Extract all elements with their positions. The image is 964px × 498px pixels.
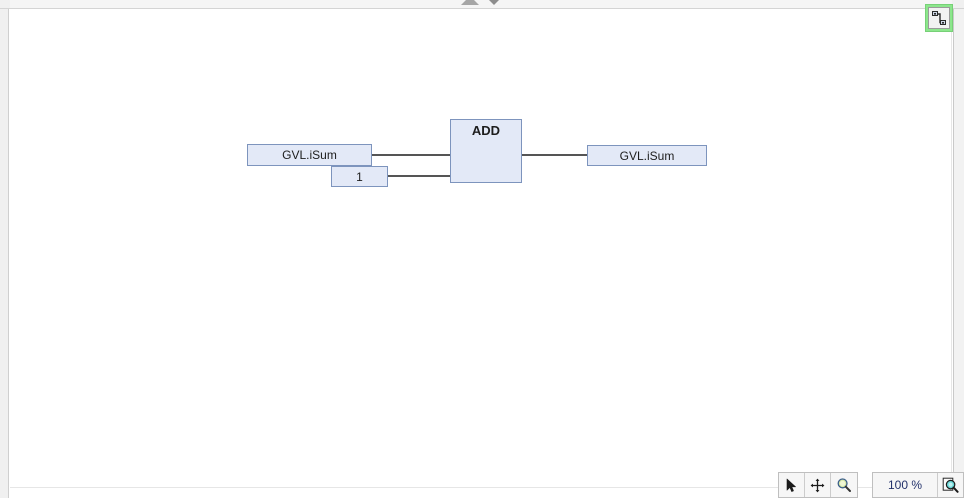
output-variable-label-1: GVL.iSum [619, 148, 675, 163]
move-cross-icon [810, 478, 825, 492]
add-block-label: ADD [471, 123, 501, 138]
add-block[interactable]: ADD [450, 119, 522, 183]
input-variable-box-1[interactable]: GVL.iSum [247, 144, 372, 166]
right-gutter-scrollbar[interactable] [953, 9, 964, 498]
wire-input2-to-add [388, 175, 462, 177]
cursor-arrow-icon [786, 478, 796, 492]
zoom-fit-page-icon [942, 477, 959, 493]
input-constant-label-1: 1 [356, 169, 363, 184]
triangle-down-icon[interactable] [485, 0, 503, 5]
left-gutter-scrollbar[interactable] [0, 9, 9, 498]
input-variable-label-1: GVL.iSum [282, 148, 337, 162]
splitter-arrows[interactable] [459, 0, 505, 10]
top-chrome-band [0, 0, 964, 9]
zoom-tool-button[interactable] [831, 473, 857, 497]
zoom-fit-page-button[interactable] [937, 473, 963, 497]
network-connection-button-face [928, 7, 950, 29]
triangle-up-icon[interactable] [461, 0, 479, 5]
output-variable-box-1[interactable]: GVL.iSum [587, 145, 707, 166]
pan-tool-button[interactable] [805, 473, 831, 497]
fbd-network: GVL.iSum 1 ADD GVL.iSum [10, 10, 951, 487]
wire-input1-to-add [372, 154, 462, 156]
canvas-mode-toolbar [778, 472, 858, 498]
zoom-level-value[interactable]: 100 % [873, 473, 937, 497]
zoom-toolbar: 100 % [872, 472, 964, 498]
input-constant-box-1[interactable]: 1 [331, 166, 388, 187]
magnifier-icon [837, 478, 851, 492]
top-chrome-inner [10, 0, 952, 8]
fbd-canvas[interactable]: GVL.iSum 1 ADD GVL.iSum [10, 10, 952, 488]
wire-add-to-output [522, 154, 589, 156]
pointer-tool-button[interactable] [779, 473, 805, 497]
network-connection-icon [932, 11, 946, 25]
network-connection-button[interactable] [925, 4, 953, 32]
